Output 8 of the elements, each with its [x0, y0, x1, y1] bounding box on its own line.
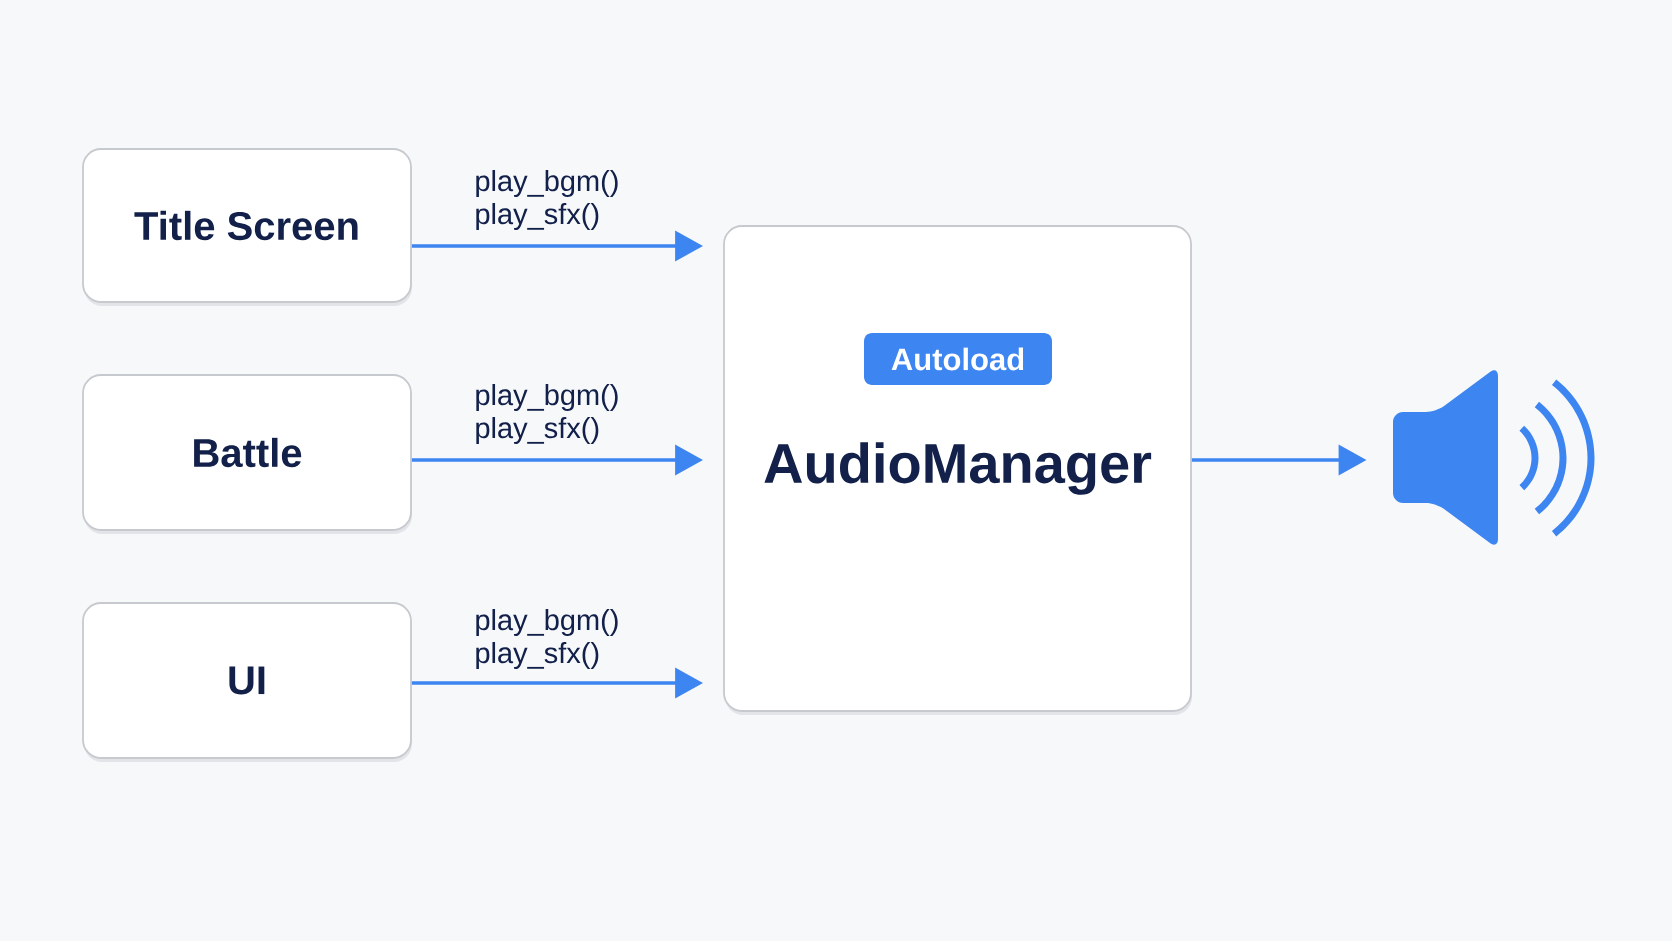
component-box: Battle — [82, 374, 412, 534]
component-box: UI — [82, 602, 412, 762]
edge-label: play_bgm() play_sfx() — [476, 170, 618, 230]
tag-badge: Autoload — [864, 333, 1052, 385]
component-box: Title Screen — [82, 148, 412, 306]
edge-label: play_bgm() play_sfx() — [476, 609, 618, 669]
edge-label: play_bgm() play_sfx() — [476, 384, 618, 444]
speaker-icon — [1393, 370, 1595, 545]
